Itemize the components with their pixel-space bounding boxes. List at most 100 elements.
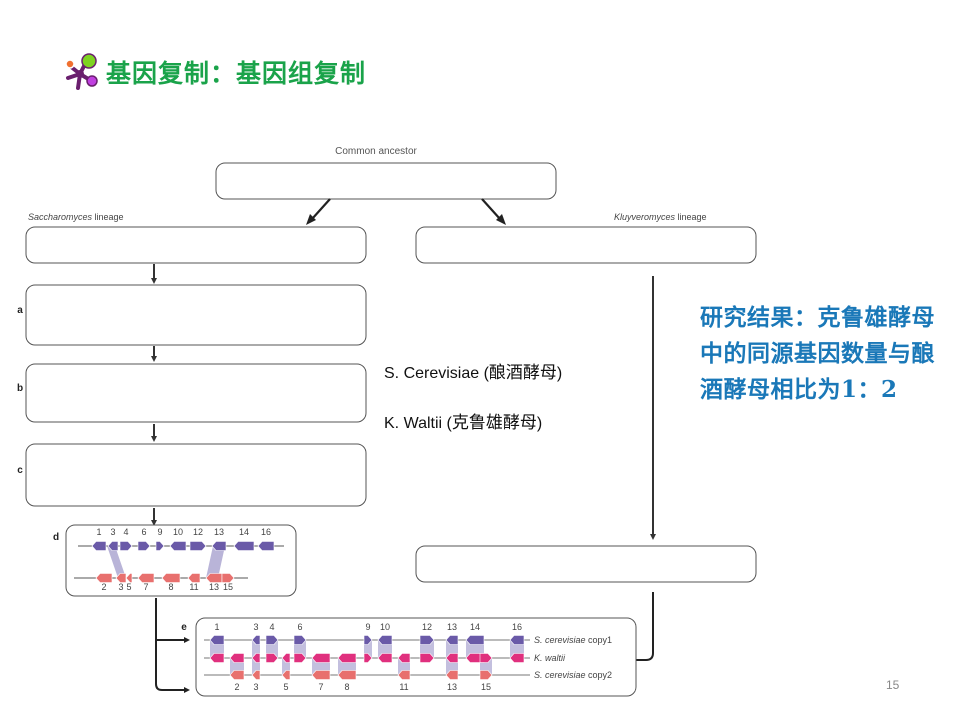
kwaltii-gene-4: [265, 653, 279, 663]
row-label: S. cerevisiae copy1: [534, 635, 612, 645]
panel-e-box: [195, 617, 637, 697]
kluyveromyces-chromosome-box: [415, 226, 757, 264]
panel-a-box: [25, 284, 367, 346]
copy1-gene-6: [137, 541, 151, 551]
gene-number: 13: [447, 622, 457, 632]
gene-number: 8: [168, 582, 173, 592]
slide-title: 基因复制：基因组复制: [62, 52, 366, 92]
copy2-gene-5: [125, 573, 133, 583]
copy2-gene-2: [229, 670, 245, 680]
kwaltii-gene-11: [397, 653, 411, 663]
gene-number: 1: [96, 527, 101, 537]
gene-number: 11: [189, 582, 198, 592]
kwaltii-gene-15: [479, 653, 493, 663]
row-label: K. waltii: [534, 653, 566, 663]
panel-letter-c: c: [17, 465, 23, 476]
kluyveromyces-to-panel-e: [626, 592, 654, 661]
gene-number: 16: [261, 527, 271, 537]
kwaltii-gene-1: [209, 653, 225, 663]
title-text: 基因复制：基因组复制: [106, 59, 367, 88]
legend-close-1: ): [556, 365, 563, 382]
gene-number: 9: [157, 527, 162, 537]
copy1-gene-3: [107, 541, 119, 551]
kwaltii-gene-8: [337, 653, 357, 663]
copy1-gene-6: [293, 635, 307, 645]
kwaltii-gene-7: [311, 653, 331, 663]
copy1-gene-1: [91, 541, 107, 551]
gene-number: 7: [318, 682, 323, 692]
copy1-gene-13: [445, 635, 459, 645]
copy2-gene-2: [95, 573, 113, 583]
bracket-to-copy2: [155, 598, 186, 691]
copy2-gene-11: [397, 670, 411, 680]
copy2-gene-7: [137, 573, 155, 583]
legend-latin-2: K. Waltii (: [384, 415, 452, 432]
kluyveromyces-lineage-label: Kluyveromyces lineage: [614, 212, 707, 222]
legend-k-waltii: K. Waltii (克鲁雄酵母): [384, 408, 542, 433]
arrow-head: [496, 214, 506, 225]
gene-number: 3: [253, 622, 258, 632]
gene-number: 13: [214, 527, 224, 537]
copy2-gene-3: [251, 670, 261, 680]
arrow-d-head: [151, 520, 157, 526]
legend-s-cerevisiae: S. Cerevisiae (酿酒酵母): [384, 358, 562, 383]
panel-letter-e: e: [181, 622, 187, 633]
copy1-gene-14: [465, 635, 485, 645]
gene-number: 10: [380, 622, 390, 632]
kwaltii-gene-13: [445, 653, 459, 663]
panel-c-box: [25, 443, 367, 507]
gene-number: 12: [193, 527, 203, 537]
gene-number: 14: [470, 622, 480, 632]
copy2-gene-15: [479, 670, 493, 680]
arrow-c-head: [151, 436, 157, 442]
kwaltii-gene-16: [509, 653, 525, 663]
copy2-gene-7: [311, 670, 331, 680]
gene-number: 3: [253, 682, 258, 692]
kwaltii-gene-9: [363, 653, 373, 663]
arrow-head: [306, 214, 316, 225]
gene-number: 12: [422, 622, 432, 632]
gene-number: 3: [110, 527, 115, 537]
gene-number: 5: [126, 582, 131, 592]
common-ancestor-label: Common ancestor: [335, 146, 417, 157]
gene-number: 6: [141, 527, 146, 537]
panel-letter-d: d: [53, 532, 59, 543]
page-number: 15: [886, 678, 900, 692]
synteny-band-13: [206, 546, 225, 578]
copy2-gene-15: [221, 573, 235, 583]
synteny-band-5: [282, 658, 290, 675]
synteny-band-3: [107, 546, 126, 578]
gene-number: 13: [447, 682, 457, 692]
copy1-gene-10: [169, 541, 187, 551]
gene-number: 15: [481, 682, 491, 692]
kluyveromyces-chromosome-later-box: [415, 545, 757, 583]
legend-latin-1: S. Cerevisiae (: [384, 365, 489, 382]
legend-cn-1: 酿酒酵母: [488, 363, 557, 383]
copy1-gene-4: [119, 541, 133, 551]
kwaltii-gene-6: [293, 653, 307, 663]
gene-number: 10: [173, 527, 183, 537]
copy1-gene-4: [265, 635, 279, 645]
copy1-gene-10: [377, 635, 393, 645]
arrow-head: [184, 637, 190, 643]
panel-letter-a: a: [17, 305, 23, 316]
saccharomyces-chromosome-box: [25, 226, 367, 264]
copy2-gene-8: [161, 573, 181, 583]
gene-number: 1: [214, 622, 219, 632]
gene-number: 4: [269, 622, 274, 632]
arrow-head: [184, 687, 190, 693]
arrow-b-head: [151, 356, 157, 362]
copy1-gene-3: [251, 635, 261, 645]
kluyveromyces-time-arrow-head: [650, 534, 656, 540]
kwaltii-gene-2: [229, 653, 245, 663]
copy2-gene-13: [445, 670, 459, 680]
gene-number: 9: [365, 622, 370, 632]
copy1-gene-9: [363, 635, 373, 645]
gene-number: 16: [512, 622, 522, 632]
gene-number: 8: [344, 682, 349, 692]
gene-number: 5: [283, 682, 288, 692]
copy1-gene-12: [419, 635, 435, 645]
